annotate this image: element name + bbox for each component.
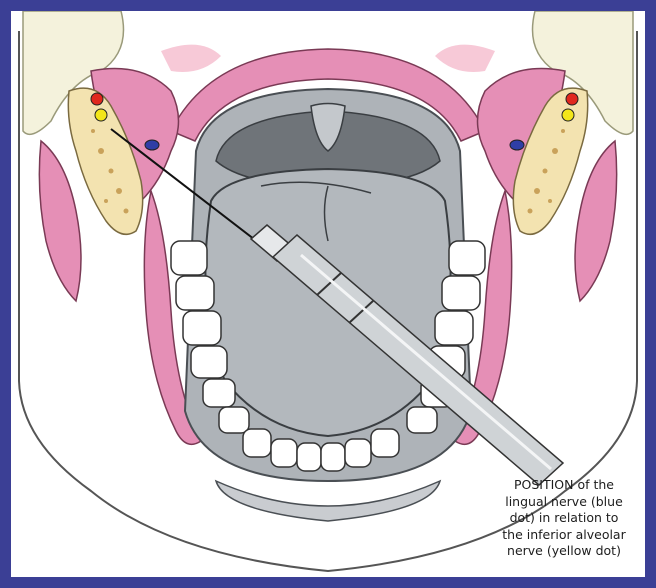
caption-line-3: dot) in relation to xyxy=(489,510,639,527)
right-red-dot xyxy=(566,93,578,105)
right-yellow-dot xyxy=(562,109,574,121)
right-blue-dot xyxy=(510,140,524,150)
left-red-dot xyxy=(91,93,103,105)
left-blue-dot xyxy=(145,140,159,150)
caption-line-1: POSITION of the xyxy=(489,477,639,494)
caption-line-2: lingual nerve (blue xyxy=(489,494,639,511)
caption-text: POSITION of the lingual nerve (blue dot)… xyxy=(489,477,639,560)
caption-line-5: nerve (yellow dot) xyxy=(489,543,639,560)
figure-panel: POSITION of the lingual nerve (blue dot)… xyxy=(11,11,645,577)
caption-line-4: the inferior alveolar xyxy=(489,527,639,544)
left-yellow-dot xyxy=(95,109,107,121)
